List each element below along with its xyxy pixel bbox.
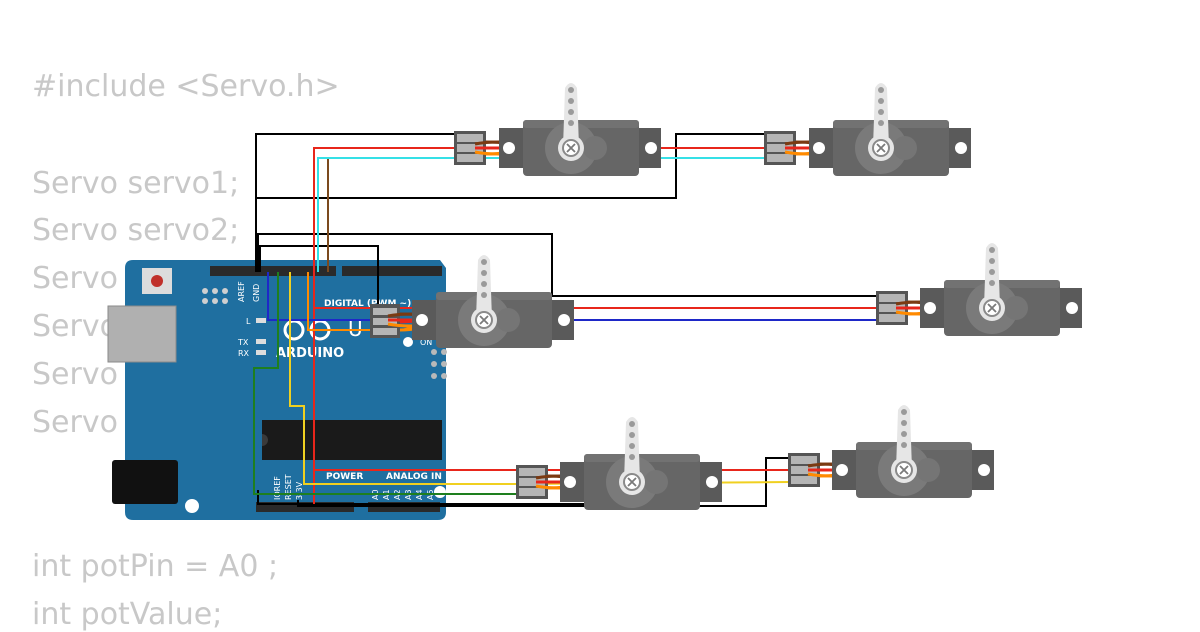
code-line-servo2: Servo servo2; <box>32 213 240 248</box>
led-l <box>256 318 266 323</box>
label-reset: RESET <box>284 474 293 500</box>
label-led-rx: RX <box>238 349 250 358</box>
wire-signal-servo5 <box>253 272 520 495</box>
usb-port <box>107 305 177 363</box>
digital-header-right <box>342 266 442 276</box>
wire-gnd-servo4 <box>257 233 880 297</box>
servo2[interactable] <box>783 81 973 178</box>
label-gnd: GND <box>252 284 261 302</box>
arduino-uno-board: AREF GND DIGITAL (PWM ~) L TX RX ON POWE… <box>107 260 447 520</box>
servo6[interactable] <box>806 403 996 500</box>
servo1[interactable] <box>473 81 663 178</box>
label-aref: AREF <box>237 281 246 302</box>
reset-button[interactable] <box>151 275 163 287</box>
servo4[interactable] <box>894 241 1084 338</box>
atmega-chip <box>262 420 442 460</box>
wire-gnd-servo2 <box>256 133 768 199</box>
code-line-servo5: Servo <box>32 357 118 392</box>
arduino-logo-text: ARDUINO <box>276 346 344 361</box>
code-line-potvalue: int potValue; <box>32 597 223 632</box>
led-rx <box>256 350 266 355</box>
wire-gnd-servo6 <box>297 457 790 507</box>
label-led-on: ON <box>420 338 432 347</box>
code-line-servo6: Servo <box>32 405 118 440</box>
servo5[interactable] <box>534 415 724 512</box>
label-power: POWER <box>326 472 363 482</box>
code-line-servo4: Servo <box>32 309 118 344</box>
wire-signal-servo4 <box>267 272 880 321</box>
code-line-include: #include <Servo.h> <box>32 69 340 104</box>
label-digital: DIGITAL (PWM ~) <box>324 299 411 309</box>
label-analog: ANALOG IN <box>386 472 442 482</box>
wire-gnd-servo1 <box>255 133 458 272</box>
label-led-tx: TX <box>237 338 249 347</box>
label-ioref: IOREF <box>273 476 282 500</box>
code-line-potpin: int potPin = A0 ; <box>32 549 279 584</box>
label-3v3: 3.3V <box>295 481 304 500</box>
label-led-l: L <box>246 317 251 326</box>
code-line-servo1: Servo servo1; <box>32 166 240 201</box>
led-tx <box>256 339 266 344</box>
code-line-servo3: Servo <box>32 261 118 296</box>
digital-header-left <box>210 266 336 276</box>
wire-5v-servo1 <box>313 147 458 504</box>
wire-signal-servo1 <box>327 157 458 272</box>
power-jack <box>112 460 178 504</box>
